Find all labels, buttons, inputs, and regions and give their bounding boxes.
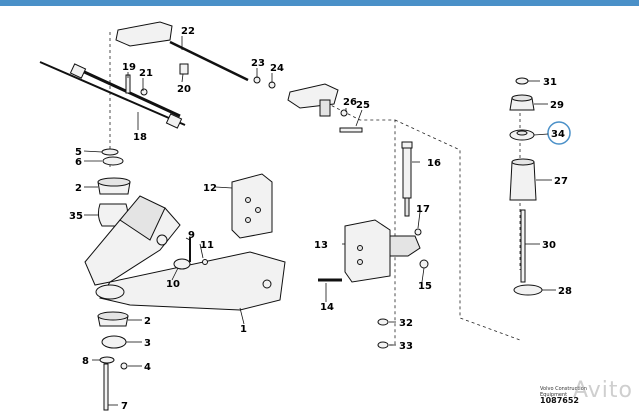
callout-28: 28: [558, 286, 572, 297]
callout-25: 25: [356, 100, 370, 111]
callout-13: 13: [314, 240, 328, 251]
washer-32: [377, 318, 389, 326]
callout-18: 18: [133, 132, 147, 143]
callout-10: 10: [166, 279, 180, 290]
callout-32: 32: [399, 318, 413, 329]
bracket-plate-12: [231, 173, 273, 239]
callout-2-top: 2: [75, 183, 82, 194]
rubber-mount-2-top-cap: [97, 177, 131, 187]
callout-7: 7: [121, 401, 128, 412]
leader-lines: [83, 36, 556, 406]
nut-15: [419, 259, 429, 269]
washer-17: [414, 228, 422, 236]
platform-top-left: [115, 21, 173, 47]
callout-11: 11: [200, 240, 214, 251]
shock-16-body: [402, 147, 412, 199]
nut-21: [140, 88, 148, 96]
ring-34-inner: [516, 130, 528, 136]
plate-hole: [255, 207, 261, 213]
nut-33: [377, 341, 389, 349]
bolt-25: [339, 127, 363, 133]
bushing-20: [179, 63, 189, 75]
guide-line: [394, 119, 521, 341]
bolt-7: [103, 363, 109, 411]
spacer-6: [102, 156, 124, 166]
callout-21: 21: [139, 68, 153, 79]
callout-35: 35: [69, 211, 83, 222]
rubber-mount-2-bottom-cap: [97, 311, 129, 321]
bracket-13: [344, 219, 391, 283]
callout-33: 33: [399, 341, 413, 352]
nut-4: [120, 362, 128, 370]
watermark: Avito: [573, 378, 633, 403]
callout-23: 23: [251, 58, 265, 69]
shock-16-top: [401, 141, 413, 149]
callout-31: 31: [543, 77, 557, 88]
callout-24: 24: [270, 63, 284, 74]
callout-1: 1: [240, 324, 247, 335]
top-strip: [0, 0, 639, 6]
bracket-13-arm: [389, 235, 421, 257]
callout-20: 20: [177, 84, 191, 95]
callout-4: 4: [144, 362, 151, 373]
frame-bracket: [119, 195, 166, 241]
plate-10: [173, 258, 191, 270]
frame-hole: [262, 279, 272, 289]
frame-arm-1b: [99, 251, 286, 311]
diagram-footer: Volvo Construction Equipment 1087652: [540, 386, 620, 405]
frame-hole: [156, 234, 168, 246]
callout-34: 34: [551, 129, 565, 140]
washer-5: [101, 148, 119, 156]
callout-3: 3: [144, 338, 151, 349]
frame-pivot: [95, 284, 125, 300]
callout-8: 8: [82, 356, 89, 367]
highlight-ring: [547, 121, 571, 145]
footer-line-1: Volvo Construction: [540, 386, 587, 392]
callouts: 22 19 21 20 23 24 26 25 18 5 6 2 35 12 1…: [69, 26, 572, 412]
callout-2-bottom: 2: [144, 316, 151, 327]
callout-19: 19: [122, 62, 136, 73]
bolt-22: [169, 40, 249, 82]
bracket-hole: [357, 259, 363, 265]
callout-16: 16: [427, 158, 441, 169]
callout-29: 29: [550, 100, 564, 111]
nut-11: [202, 259, 208, 265]
callout-27: 27: [554, 176, 568, 187]
callout-26: 26: [343, 97, 357, 108]
damper-27: [509, 161, 537, 201]
callout-12: 12: [203, 183, 217, 194]
plate-hole: [245, 217, 251, 223]
callout-5: 5: [75, 147, 82, 158]
damper-27-top: [511, 158, 535, 166]
rod-end-right: [165, 113, 183, 129]
washer-8: [99, 356, 115, 364]
callout-17: 17: [416, 204, 430, 215]
bushing-29-top: [511, 94, 533, 102]
support-bracket: [319, 99, 331, 117]
callout-9: 9: [188, 230, 195, 241]
callout-6: 6: [75, 157, 82, 168]
bracket-hole: [357, 245, 363, 251]
callout-15: 15: [418, 281, 432, 292]
washer-26: [340, 109, 348, 117]
rod-end-left: [69, 63, 87, 79]
callout-14: 14: [320, 302, 334, 313]
diagram-code: 1087652: [540, 396, 579, 405]
cap-31: [515, 77, 529, 85]
rod-30: [520, 209, 526, 283]
plate-hole: [245, 197, 251, 203]
footer-line-2: Equipment: [540, 392, 568, 398]
callout-22: 22: [181, 26, 195, 37]
spacer-3: [101, 335, 127, 349]
cup-28: [513, 284, 543, 296]
shock-16-rod: [404, 197, 410, 217]
callout-30: 30: [542, 240, 556, 251]
rod-18: [39, 61, 186, 126]
